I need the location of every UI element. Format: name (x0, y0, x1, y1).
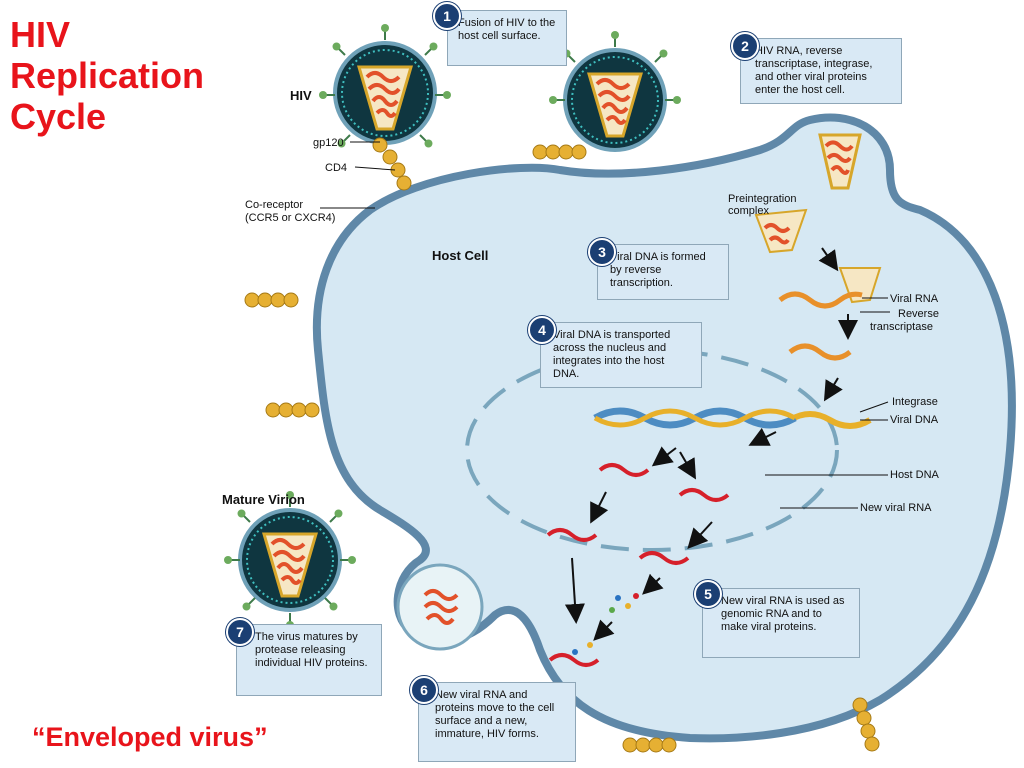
step-5-badge: 5 (694, 580, 722, 608)
step-7-box: The virus matures by protease releasing … (236, 624, 382, 696)
label-host-cell: Host Cell (432, 248, 489, 263)
label-preintegration: Preintegration (728, 193, 797, 205)
label-transcriptase: transcriptase (870, 321, 933, 333)
step-1-text: Fusion of HIV to the host cell surface. (458, 17, 556, 42)
step-7-text: The virus matures by protease releasing … (255, 631, 368, 669)
step-7-badge: 7 (226, 618, 254, 646)
step-5-box: New viral RNA is used as genomic RNA and… (702, 588, 860, 658)
entering-capsid (818, 133, 862, 190)
preintegration-complex (754, 208, 882, 429)
enveloped-virus-caption: “Enveloped virus” (32, 722, 268, 752)
step-1-box: Fusion of HIV to the host cell surface. (447, 10, 567, 66)
step-4-box: Viral DNA is transported across the nucl… (540, 322, 702, 388)
step-6-box: New viral RNA and proteins move to the c… (418, 682, 576, 762)
step-4-badge: 4 (528, 316, 556, 344)
step-2-badge: 2 (731, 32, 759, 60)
label-gp120: gp120 (313, 137, 344, 149)
label-coreceptor-type: (CCR5 or CXCR4) (245, 212, 336, 224)
label-coreceptor: Co-receptor (245, 199, 304, 211)
label-host-dna: Host DNA (890, 469, 939, 481)
label-integrase: Integrase (892, 396, 938, 408)
leader-lines (320, 141, 890, 509)
hiv-virion (333, 41, 437, 145)
step-3-box: Viral DNA is formed by reverse transcrip… (597, 244, 729, 300)
step-5-text: New viral RNA is used as genomic RNA and… (721, 595, 845, 633)
fusing-virion (563, 48, 667, 152)
label-new-viral-rna: New viral RNA (860, 502, 932, 514)
mature-virion (238, 508, 342, 612)
step-3-badge: 3 (588, 238, 616, 266)
step-2-box: HIV RNA, reverse transcriptase, integras… (740, 38, 902, 104)
new-viral-rna-strands (546, 463, 730, 667)
step-6-text: New viral RNA and proteins move to the c… (435, 689, 555, 740)
step-1-badge: 1 (433, 2, 461, 30)
viral-proteins (572, 593, 639, 655)
step-2-text: HIV RNA, reverse transcriptase, integras… (755, 45, 873, 96)
step-4-text: Viral DNA is transported across the nucl… (553, 329, 671, 380)
label-viral-rna: Viral RNA (890, 293, 939, 305)
label-mature-virion: Mature Virion (222, 492, 305, 507)
page-title: HIV Replication Cycle (10, 14, 205, 137)
step-3-text: Viral DNA is formed by reverse transcrip… (610, 251, 706, 289)
label-complex: complex (728, 205, 769, 217)
cd4-receptors (244, 137, 880, 753)
label-hiv: HIV (290, 88, 312, 103)
process-arrows (564, 247, 858, 641)
label-reverse: Reverse (898, 308, 939, 320)
step-6-badge: 6 (410, 676, 438, 704)
label-viral-dna: Viral DNA (890, 414, 939, 426)
label-cd4: CD4 (325, 162, 348, 174)
